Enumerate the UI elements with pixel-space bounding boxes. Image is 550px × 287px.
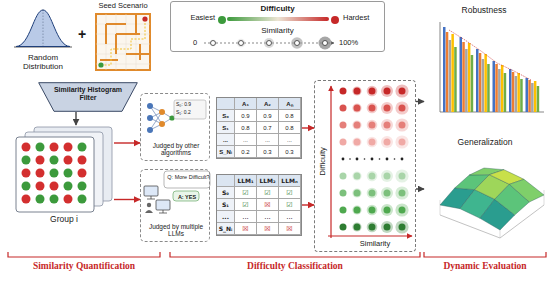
plot-title: Random Distribution [10,53,76,71]
judge-label: Q: More Difficult? [167,174,210,180]
table-cell: ... [217,134,235,146]
plus-sign: + [74,26,90,42]
table-cell: ☒ [235,223,257,235]
table-cell: ☒ [257,199,279,211]
table-cell: ☑ [279,199,301,211]
seed-scenario: Seed Scenario [92,1,154,75]
table-cell: A₁ [235,98,257,110]
table-cell: 0.8 [235,122,257,134]
table-cell: 0.2 [235,146,257,158]
vote-table: LLM₁LLM₂LLMₙS₀☑☑☑S₁☑☒☑............S_Nᵢ☒☒… [216,174,302,236]
scenario-cards [16,127,112,212]
table-cell: ... [279,134,301,146]
table-cell: ☑ [235,187,257,199]
table-cell: 0.7 [257,122,279,134]
table-cell: LLM₂ [257,175,279,187]
table-cell: ... [235,211,257,223]
generalization-chart: Generalization [424,130,546,248]
table-cell: ☑ [257,187,279,199]
legend-text: 100% [339,39,373,48]
distribution-plot: Random Distribution [10,6,76,78]
table-cell: LLM₁ [235,175,257,187]
robustness-chart: Robustness [424,3,546,123]
legend-swatch [331,16,339,24]
section-brackets [8,252,546,257]
table-cell: S₁ [217,199,235,211]
axis-label: Difficulty [319,131,328,191]
table-cell: ... [217,211,235,223]
table-cell: 0.3 [257,146,279,158]
table-cell: S₀ [217,110,235,122]
flow-arrow [114,142,140,143]
judge-label: Judged by multiple LLMs [143,223,209,238]
table-cell: Aₙ [279,98,301,110]
llm-icon [144,171,210,213]
chart-title: Generalization [424,138,546,148]
legend-label: Hardest [343,14,383,23]
scenario-group: Group i [14,125,114,230]
stage-label: Dynamic Evaluation [424,261,546,272]
flow-arrow [302,127,314,128]
table-cell: ☒ [257,223,279,235]
algorithm-judge: Judged by other algorithms [140,93,210,161]
flow-arrow [302,204,314,205]
difficulty-similarity-grid: DifficultySimilarity [314,80,416,252]
chart-title: Robustness [434,6,534,16]
legend-text: 0 [189,39,201,48]
flow-arrow [416,101,424,102]
legend-label: Easiest [175,14,215,23]
flow-arrow [416,188,424,189]
table-cell: A₂ [257,98,279,110]
histogram-filter: Similarity Histogram Filter [38,82,138,112]
table-cell: S₀ [217,187,235,199]
table-cell: 0.9 [235,110,257,122]
table-cell: 0.8 [279,122,301,134]
plot-title: Seed Scenario [92,2,154,11]
table-cell: S₁ [217,122,235,134]
judge-label: A: YES [176,194,198,200]
flow-arrow [114,199,140,200]
table-cell: S_Nᵢ [217,146,235,158]
difficulty-similarity-plot [328,84,412,238]
llm-judge: Q: More Difficult? A: YES Judged by multip… [140,169,210,242]
table-corner [217,175,235,187]
table-cell: 0.8 [279,110,301,122]
table-cell: LLMₙ [279,175,301,187]
table-cell: ... [257,134,279,146]
stage-label: Difficulty Classification [170,261,420,272]
table-cell: ... [257,211,279,223]
table-cell: S_Nᵢ [217,223,235,235]
surface-plot [440,168,544,238]
table-cell: ... [279,211,301,223]
stage-label: Similarity Quantification [8,261,160,272]
table-corner [217,98,235,110]
bell-curve [14,8,72,47]
score-table: A₁A₂AₙS₀0.90.90.8S₁0.80.70.8............… [216,97,302,159]
table-cell: 0.9 [257,110,279,122]
axis-label: Similarity [335,240,415,249]
table-cell: ☑ [279,187,301,199]
legend-box: DifficultySimilarity 0 100% Easiest Hardest [170,1,385,52]
flow-arrow [75,112,76,125]
table-cell: ☑ [235,199,257,211]
table-cell: ... [235,134,257,146]
score-note: S₀: 0.9 [176,102,204,108]
legend-text: Similarity [171,26,384,35]
legend-swatch [218,16,226,24]
table-cell: ☒ [279,223,301,235]
group-label: Group i [14,215,114,225]
bar-chart [440,22,544,112]
maze-map [96,14,150,70]
algorithm-network-icon [147,100,206,133]
legend-text: Difficulty [171,4,384,13]
score-note: S₁: 0.2 [176,110,204,116]
filter-label: Similarity Histogram Filter [46,86,130,102]
table-cell: 0.3 [279,146,301,158]
judge-label: Judged by other algorithms [143,142,209,157]
